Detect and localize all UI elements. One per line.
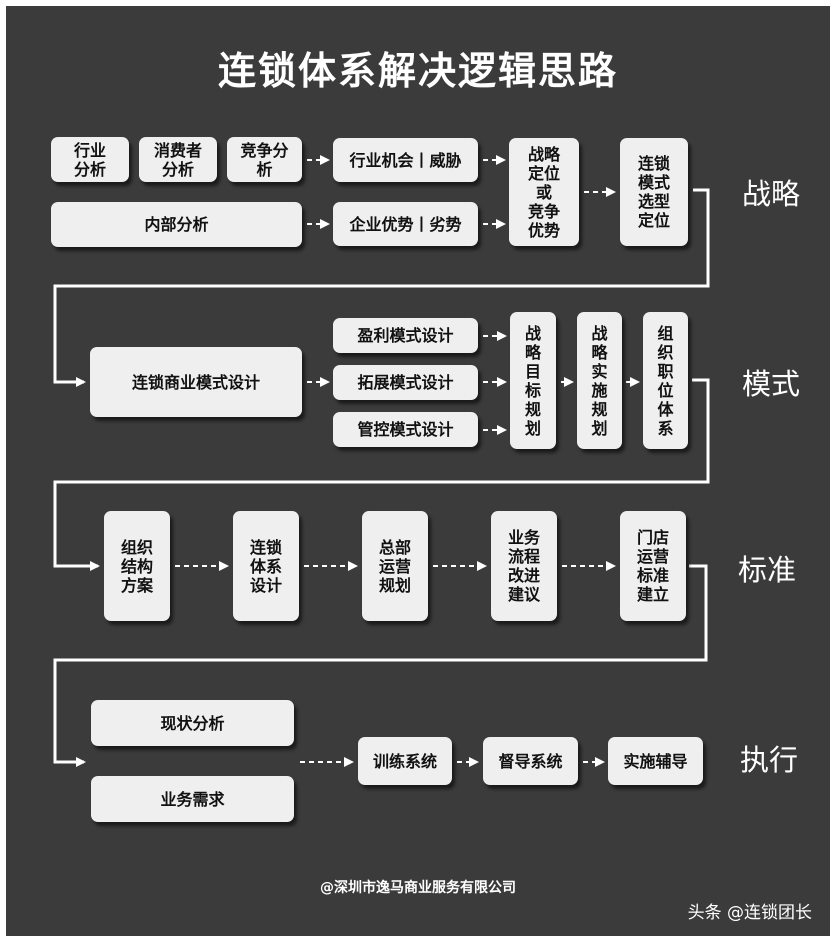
stage-label-execution: 执行 [740, 743, 799, 777]
process-improvement-box: 业务 流程 改进 建议 [491, 511, 557, 621]
consumer-analysis-label: 消费者 分析 [153, 140, 202, 179]
internal-analysis-box: 内部分析 [51, 202, 302, 247]
control-model-box: 管控模式设计 [333, 412, 478, 447]
business-model-design-box: 连锁商业模式设计 [90, 347, 302, 417]
store-operation-standard-box: 门店 运营 标准 建立 [620, 511, 686, 621]
industry-analysis-label: 行业 分析 [73, 140, 106, 179]
chain-model-selection-box: 连锁 模式 选型 定位 [620, 138, 688, 246]
strategic-goal-plan-label: 战 略 目 标 规 划 [524, 323, 541, 438]
profit-model-label: 盈利模式设计 [357, 326, 454, 345]
dashed-arrows [175, 155, 640, 767]
hq-operation-plan-box: 总部 运营 规划 [362, 511, 428, 621]
strategic-position-label: 战略 定位 或 竞争 优势 [527, 144, 560, 240]
supervision-system-label: 督导系统 [498, 751, 563, 771]
industry-analysis-box: 行业 分析 [51, 137, 129, 182]
business-needs-label: 业务需求 [160, 789, 225, 809]
chain-system-design-label: 连锁 体系 设计 [249, 537, 282, 595]
store-operation-standard-label: 门店 运营 标准 建立 [636, 528, 669, 604]
transition-strategy-to-model [53, 188, 710, 387]
opportunity-threat-box: 行业机会丨威胁 [333, 138, 478, 182]
internal-analysis-label: 内部分析 [144, 215, 209, 234]
strength-weakness-box: 企业优势丨劣势 [333, 202, 478, 246]
org-structure-plan-label: 组织 结构 方案 [120, 537, 153, 595]
org-structure-plan-box: 组织 结构 方案 [104, 511, 170, 621]
business-needs-box: 业务需求 [91, 776, 294, 822]
stage-transition-lines [53, 188, 710, 767]
control-model-label: 管控模式设计 [357, 420, 454, 439]
org-position-system-label: 组 织 职 位 体 系 [657, 323, 674, 438]
strategic-position-box: 战略 定位 或 竞争 优势 [509, 138, 579, 246]
status-analysis-box: 现状分析 [91, 700, 294, 746]
expansion-model-box: 拓展模式设计 [333, 365, 478, 400]
stage-label-standard: 标准 [738, 553, 797, 587]
strategy-implementation-plan-label: 战 略 实 施 规 划 [591, 323, 608, 438]
competition-analysis-label: 竞争分 析 [240, 140, 289, 179]
strength-weakness-label: 企业优势丨劣势 [349, 214, 462, 234]
watermark-text: 头条 @连锁团长 [687, 903, 812, 923]
competition-analysis-box: 竞争分 析 [227, 137, 302, 182]
chain-system-design-box: 连锁 体系 设计 [233, 511, 299, 621]
business-model-design-label: 连锁商业模式设计 [131, 372, 260, 392]
company-credit: @深圳市逸马商业服务有限公司 [320, 880, 516, 896]
stage-label-strategy: 战略 [742, 177, 801, 211]
training-system-box: 训练系统 [358, 737, 452, 785]
status-analysis-label: 现状分析 [160, 713, 225, 733]
consumer-analysis-box: 消费者 分析 [139, 137, 217, 182]
transition-model-to-standard [53, 378, 710, 571]
diagram-title: 连锁体系解决逻辑思路 [217, 49, 618, 93]
process-improvement-label: 业务 流程 改进 建议 [507, 528, 540, 604]
stage-label-model: 模式 [742, 367, 801, 401]
training-system-label: 训练系统 [372, 751, 437, 771]
strategy-implementation-plan-box: 战 略 实 施 规 划 [577, 312, 622, 449]
transition-standard-to-execution [53, 564, 708, 767]
implementation-coaching-label: 实施辅导 [623, 751, 688, 771]
supervision-system-box: 督导系统 [483, 737, 578, 785]
profit-model-box: 盈利模式设计 [333, 318, 478, 353]
strategic-goal-plan-box: 战 略 目 标 规 划 [510, 312, 556, 449]
opportunity-threat-label: 行业机会丨威胁 [349, 150, 462, 170]
implementation-coaching-box: 实施辅导 [608, 737, 703, 785]
expansion-model-label: 拓展模式设计 [357, 373, 454, 392]
org-position-system-box: 组 织 职 位 体 系 [643, 312, 688, 449]
hq-operation-plan-label: 总部 运营 规划 [378, 537, 411, 595]
chain-model-selection-label: 连锁 模式 选型 定位 [637, 154, 670, 230]
